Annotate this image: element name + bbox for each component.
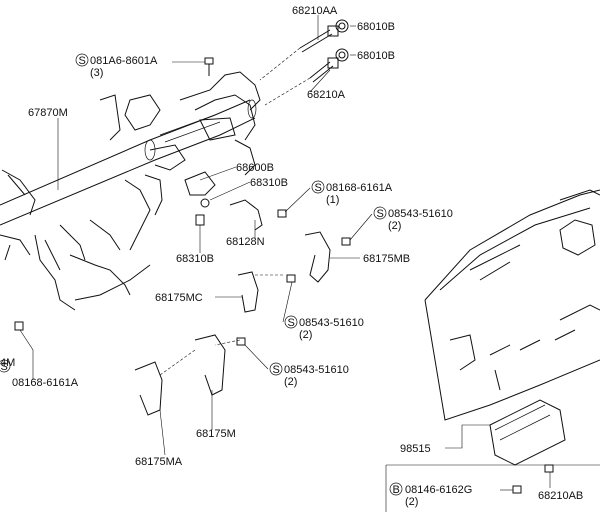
bracket-68600B xyxy=(184,171,216,196)
bracket-68175MB xyxy=(304,231,331,283)
clip-68310B xyxy=(200,198,210,208)
label-08543-b-qty: (2) xyxy=(299,329,312,341)
circle-S-08543-c: S xyxy=(269,362,283,376)
label-081A6-qty: (3) xyxy=(90,67,103,79)
bolt-081A6 xyxy=(204,57,214,76)
label-68175MA: 68175MA xyxy=(135,456,183,468)
circle-S-08168-a: S xyxy=(311,180,325,194)
washer-68010B-top xyxy=(335,19,349,33)
label-68175MC: 68175MC xyxy=(155,292,203,304)
label-081A6-8601A: 081A6-8601A xyxy=(90,55,158,67)
bracket-68175MC xyxy=(237,271,259,313)
label-4M: 4M xyxy=(0,357,15,369)
label-08543-51610-a: 08543-51610 xyxy=(388,208,453,220)
label-68210AA: 68210AA xyxy=(292,5,338,17)
airbag-module-98515 xyxy=(489,399,566,466)
label-68175MB: 68175MB xyxy=(363,253,410,265)
label-68128N: 68128N xyxy=(226,236,265,248)
label-68010B-top: 68010B xyxy=(357,21,395,33)
label-68600B: 68600B xyxy=(236,162,274,174)
label-68175M: 68175M xyxy=(196,428,236,440)
symbol-s: S xyxy=(1,361,8,373)
instrument-panel xyxy=(424,189,600,421)
clip-68310B-b xyxy=(195,214,205,226)
circle-B-08146: B xyxy=(389,482,403,496)
symbol-s: S xyxy=(273,364,280,376)
bracket-68175MA xyxy=(134,361,163,416)
label-68210A: 68210A xyxy=(307,89,346,101)
bolt-68210AA xyxy=(299,25,339,53)
label-08168-6161A-a: 08168-6161A xyxy=(326,182,393,194)
label-08168-6161A-b: 08168-6161A xyxy=(12,377,79,389)
bolt-68210A xyxy=(309,57,339,83)
bolt-08543-a xyxy=(341,237,351,246)
bolt-08543-b xyxy=(286,274,296,283)
circle-S-08543-b: S xyxy=(284,315,298,329)
symbol-s: S xyxy=(377,208,384,220)
bracket-68128N xyxy=(229,199,263,231)
bolt-08168-b xyxy=(14,321,24,331)
bracket-68175M xyxy=(194,334,226,396)
label-68310B-a: 68310B xyxy=(250,177,288,189)
symbol-s: S xyxy=(315,182,322,194)
circle-S-08543-a: S xyxy=(373,206,387,220)
washer-68010B-second xyxy=(335,48,349,62)
symbol-s: S xyxy=(79,55,86,67)
leader-lines xyxy=(19,15,600,512)
bolt-08168-a xyxy=(277,209,287,218)
bolt-08543-c xyxy=(236,337,246,346)
bolt-68210AB xyxy=(544,464,554,473)
label-08146-6162G: 08146-6162G xyxy=(405,484,472,496)
label-08543-51610-b: 08543-51610 xyxy=(299,317,364,329)
label-67870M: 67870M xyxy=(28,107,68,119)
label-68210AB: 68210AB xyxy=(538,490,583,502)
label-68310B-b: 68310B xyxy=(176,253,214,265)
label-08543-a-qty: (2) xyxy=(388,220,401,232)
circle-S-081A6: S xyxy=(75,53,89,67)
label-08543-c-qty: (2) xyxy=(284,376,297,388)
label-98515: 98515 xyxy=(400,443,431,455)
symbol-b: B xyxy=(393,484,400,496)
label-08543-51610-c: 08543-51610 xyxy=(284,364,349,376)
circle-S-08168-b: S xyxy=(0,359,11,373)
label-08146-qty: (2) xyxy=(405,496,418,508)
steering-member xyxy=(0,71,261,311)
label-08168-a-qty: (1) xyxy=(326,194,339,206)
label-68010B-second: 68010B xyxy=(357,50,395,62)
symbol-s: S xyxy=(288,317,295,329)
bolt-08146 xyxy=(512,485,522,494)
